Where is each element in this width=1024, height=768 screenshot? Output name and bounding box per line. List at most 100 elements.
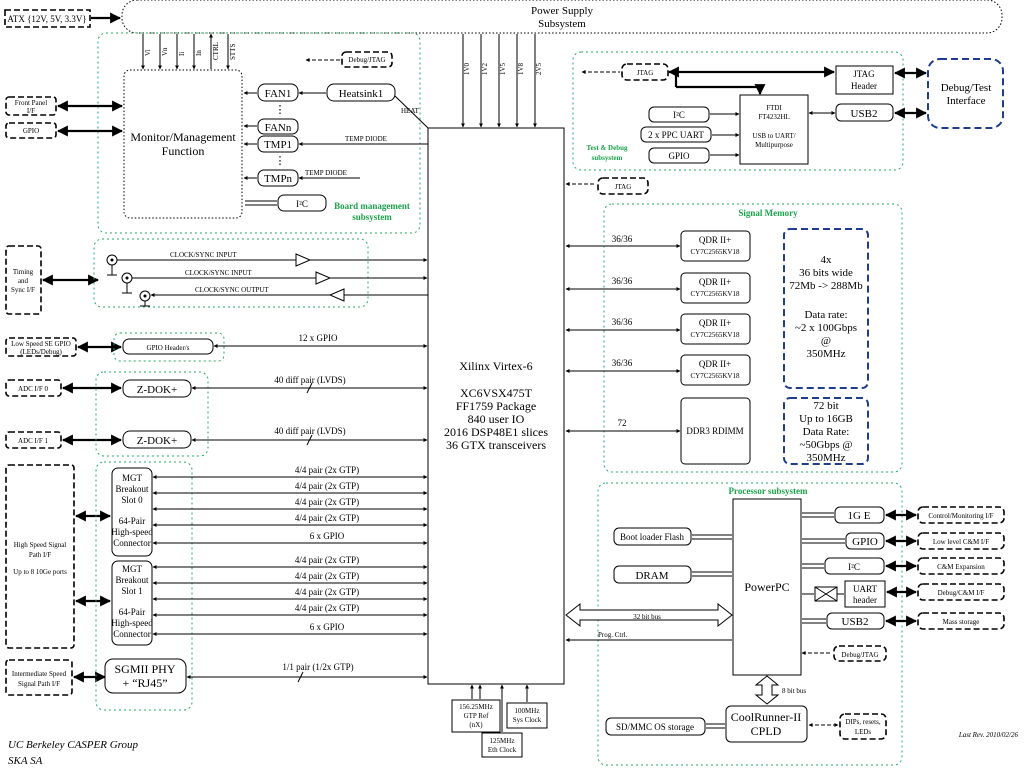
fpga-line-1: Xilinx Virtex-6 — [459, 359, 532, 373]
highspeed-label-2: Path I/F — [29, 551, 51, 559]
rail-1v5: 1V5 — [499, 62, 507, 75]
fpga-line-4: FF1759 Package — [456, 399, 536, 413]
footer-org: SKA SA — [8, 755, 43, 767]
adc0-box — [5, 379, 62, 397]
mgmt-debug-jtag-box — [341, 51, 393, 68]
fpga-line-6: 2016 DSP48E1 slices — [444, 425, 548, 439]
footer-group: UC Berkeley CASPER Group SKA SA Last Rev… — [8, 731, 1019, 767]
mgt0-line-3: Slot 0 — [121, 495, 143, 505]
zdok1-bus: 40 diff pair (LVDS) — [274, 426, 345, 436]
td-gpio-label: GPIO — [668, 151, 690, 161]
monitor-function-title-1: Monitor/Management — [130, 130, 236, 144]
cpld-line-2: CPLD — [751, 724, 782, 738]
intermediate-label-2: Signal Path I/F — [18, 680, 60, 688]
mgt0-line-7: Connector — [113, 538, 151, 548]
mgt1-line-2: Breakout — [116, 575, 149, 585]
clock-sync-region — [93, 238, 369, 308]
timing-label-3: Sync I/F — [11, 286, 35, 294]
signal-memory-title: Signal Memory — [738, 208, 798, 218]
ftdi-1: FTDI — [766, 104, 782, 112]
footer-group-name: UC Berkeley CASPER Group — [8, 739, 139, 751]
qdr1-line-2: CY7C2565KV18 — [690, 248, 740, 256]
qdr2-box — [680, 272, 751, 304]
mgt-slot0-box — [111, 467, 153, 557]
sdmmc-label: SD/MMC OS storage — [616, 722, 694, 732]
qdr1-box — [680, 230, 751, 262]
power-supply-group: ATX {12V, 5V, 3.3V} Power Supply Subsyst… — [4, 0, 1003, 128]
tmp-ellipsis: ⋮ — [275, 155, 286, 167]
dram-box — [613, 565, 692, 584]
lowspeed-label-2: (LEDs/Debug) — [20, 348, 62, 356]
front-panel-label-2: I/F — [27, 107, 35, 115]
qdr3-box — [680, 313, 751, 345]
zdok0-label: Z-DOK+ — [137, 384, 177, 396]
qdr-info-5: Data rate: — [804, 309, 847, 321]
mgt-slot1-box — [111, 560, 153, 646]
qdr-info-8: 350MHz — [806, 348, 845, 360]
processor-group: Processor subsystem PowerPC Boot loader … — [565, 482, 1005, 766]
mgt1-pair-1: 4/4 pair (2x GTP) — [295, 555, 359, 565]
ige-box — [834, 506, 885, 524]
tmpn-box — [257, 169, 299, 187]
ext-cm-box — [917, 557, 1005, 575]
tmpn-label: TMPn — [264, 173, 293, 185]
bus-8bit-arrow — [754, 675, 780, 705]
footer-rev: Last Rev. 2010/02/26 — [958, 731, 1019, 739]
atx-box — [4, 9, 91, 28]
tmp1-box — [257, 135, 299, 153]
test-debug-group: JTAG JTAG Header Debug/Test Interface FT… — [565, 51, 1004, 195]
timing-box — [5, 245, 42, 315]
rail-1v2: 1V2 — [481, 62, 489, 75]
proc-i2c-label: I²C — [848, 562, 860, 572]
td-usb2-label: USB2 — [851, 108, 878, 120]
mgt1-pair-3: 4/4 pair (2x GTP) — [295, 587, 359, 597]
eth-clock-1: 125MHz — [490, 737, 515, 745]
left-gpio-box — [5, 122, 57, 139]
proc-i2c-box — [824, 557, 885, 575]
dips-line-1: DIPs, resets, — [845, 718, 880, 726]
test-debug-title-1: Test & Debug — [587, 144, 628, 152]
eth-clock-2: Eth Clock — [488, 746, 517, 754]
mgt1-line-7: Connector — [113, 629, 151, 639]
power-title-1: Power Supply — [531, 5, 594, 17]
mgt1-line-6: High-speed — [111, 618, 153, 628]
fpga-line-5: 840 user IO — [468, 412, 525, 426]
fpga-jtag-label: JTAG — [615, 183, 632, 191]
front-panel-box — [5, 96, 57, 116]
proc-usb2-label: USB2 — [842, 616, 869, 628]
gtp-clock-box — [451, 699, 501, 733]
qdr-info-2: 36 bits wide — [799, 267, 853, 279]
board-mgmt-title-1: Board management — [334, 201, 410, 211]
qdr1-bus: 36/36 — [612, 234, 633, 244]
dram-label: DRAM — [635, 570, 668, 582]
left-gpio-label: GPIO — [23, 127, 39, 135]
proc-gpio-label: GPIO — [852, 536, 878, 548]
lowspeed-box — [5, 337, 77, 357]
intermediate-box — [5, 659, 73, 696]
qdr-info-7: @ — [821, 335, 831, 347]
ftdi-2: FT4232HL — [758, 113, 790, 121]
fan-ellipsis: ⋮ — [275, 104, 286, 116]
mgt1-pair-2: 4/4 pair (2x GTP) — [295, 571, 359, 581]
debug-interface-1: Debug/Test — [941, 82, 992, 94]
ext-lowlevel-label: Low level C&M I/F — [933, 538, 989, 546]
ext-control-box — [917, 506, 1005, 524]
ddr-info-2: Up to 16GB — [799, 413, 853, 425]
board-mgmt-title-2: subsystem — [352, 212, 392, 222]
mgt0-line-1: MGT — [122, 473, 143, 483]
td-usb2-box — [835, 103, 894, 122]
lowspeed-label-1: Low Speed SE GPIO — [11, 340, 71, 348]
qdr4-bus: 36/36 — [612, 358, 633, 368]
fan1-label: FAN1 — [265, 88, 292, 100]
boot-flash-label: Boot loader Flash — [620, 532, 684, 542]
jtag-header-1: JTAG — [853, 69, 875, 79]
proc-debug-jtag-label: Debug/JTAG — [841, 651, 878, 659]
zdok1-label: Z-DOK+ — [137, 435, 177, 447]
fann-label: FANn — [265, 122, 292, 134]
mgt0-pair-3: 4/4 pair (2x GTP) — [295, 497, 359, 507]
mgt0-line-6: High-speed — [111, 527, 153, 537]
mgt0-pair-4: 4/4 pair (2x GTP) — [295, 513, 359, 523]
gpio-bus-label: 12 x GPIO — [298, 333, 338, 343]
sgmii-line-1: SGMII PHY — [114, 662, 175, 676]
